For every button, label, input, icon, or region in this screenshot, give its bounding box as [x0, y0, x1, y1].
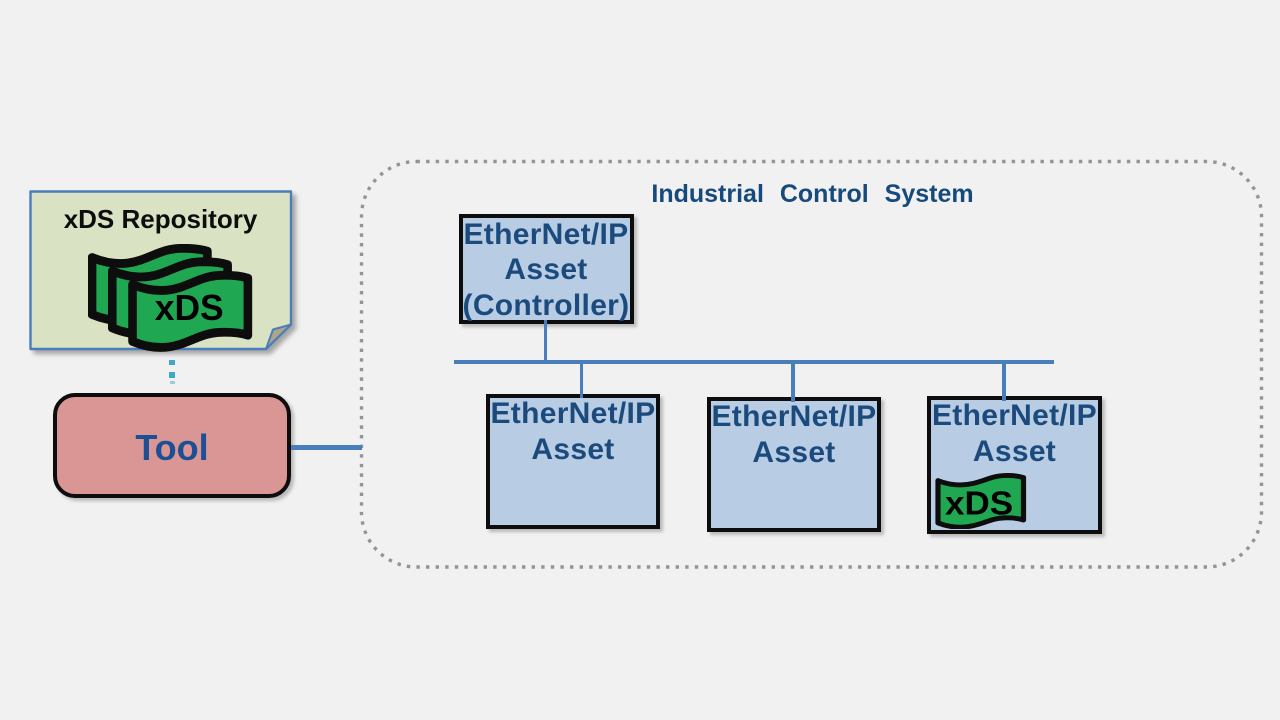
svg-text:xDS: xDS: [155, 288, 224, 328]
svg-text:xDS: xDS: [945, 485, 1013, 522]
